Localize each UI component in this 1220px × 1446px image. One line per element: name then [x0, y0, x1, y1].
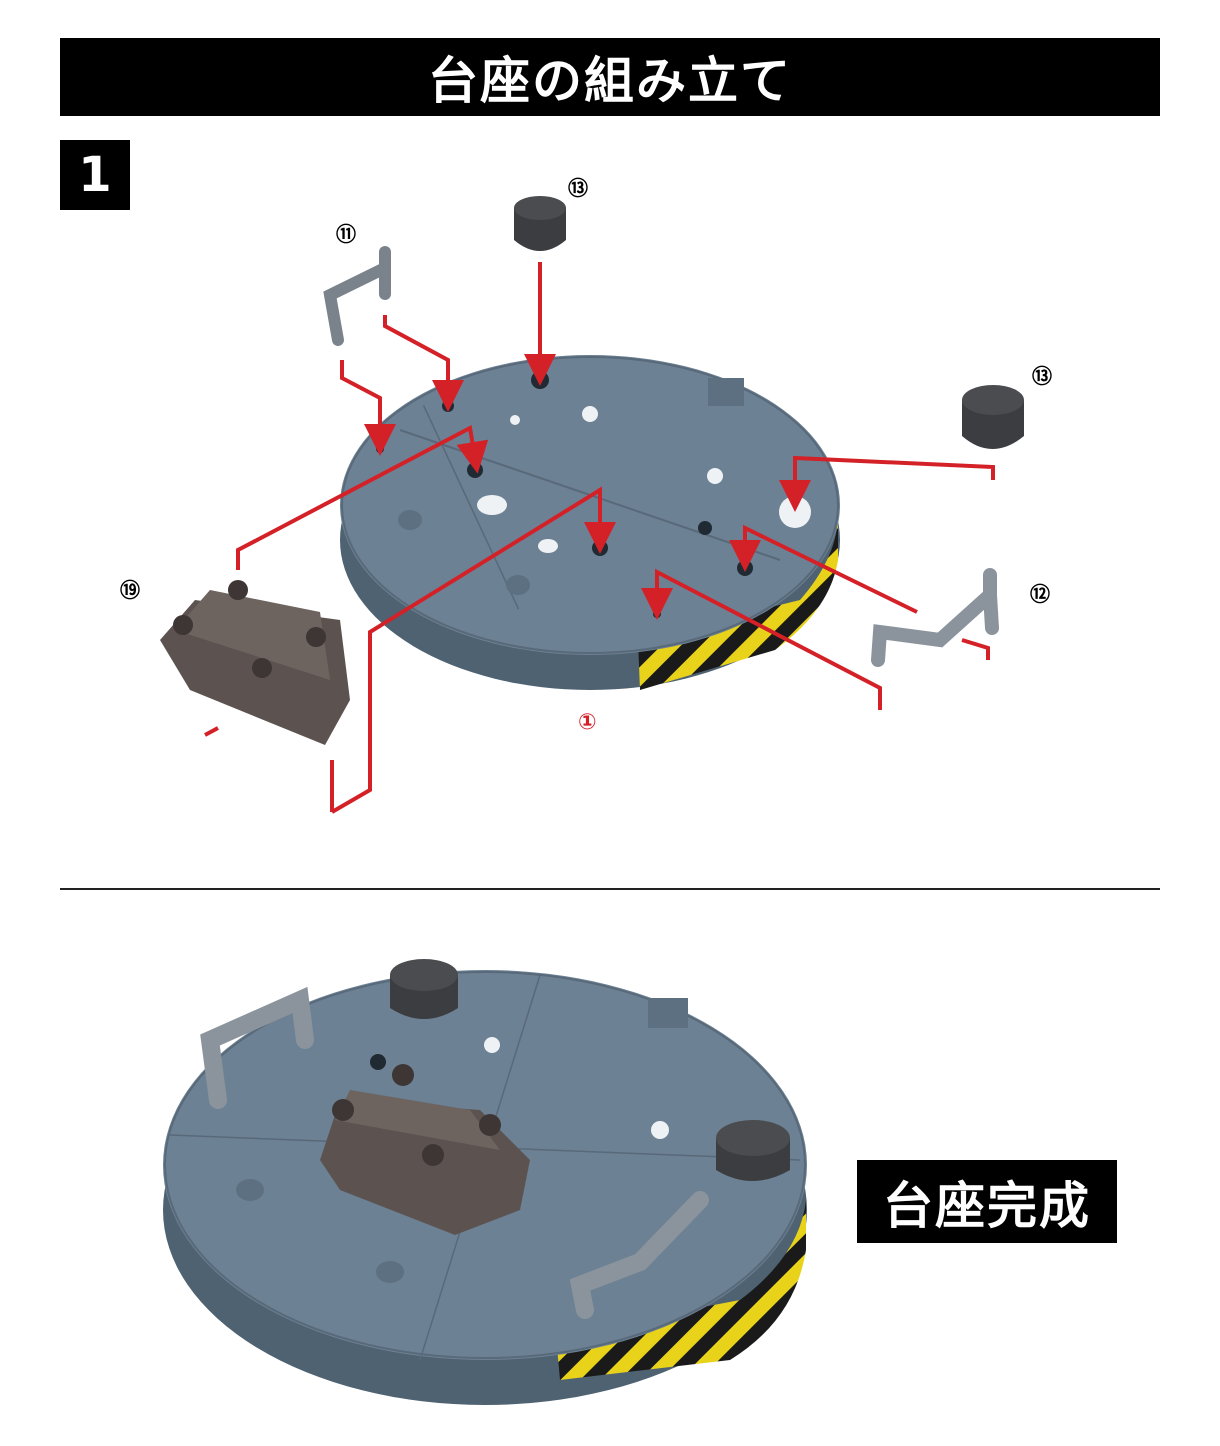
base-plate-exploded — [340, 355, 840, 690]
guide-arrows — [204, 262, 995, 814]
part-label-13-top: ⑬ — [568, 176, 588, 200]
cap-part-13-right — [962, 385, 1024, 449]
part-label-11: ⑪ — [336, 222, 356, 246]
part-label-13-right: ⑬ — [1032, 364, 1052, 388]
handle-part-12 — [871, 568, 999, 667]
page-title: 台座の組み立て — [60, 38, 1160, 116]
hazard-stripe — [638, 520, 838, 690]
part-label-1: ① — [578, 710, 597, 735]
complete-badge: 台座完成 — [857, 1160, 1117, 1243]
step-number-badge: 1 — [60, 140, 130, 210]
section-divider — [60, 888, 1160, 890]
block-part-19 — [160, 580, 350, 745]
completed-base — [163, 959, 807, 1405]
cap-part-13-top — [514, 196, 566, 251]
part-label-19: ⑲ — [120, 578, 140, 602]
handle-part-11 — [323, 246, 391, 346]
part-label-12: ⑫ — [1030, 582, 1050, 606]
